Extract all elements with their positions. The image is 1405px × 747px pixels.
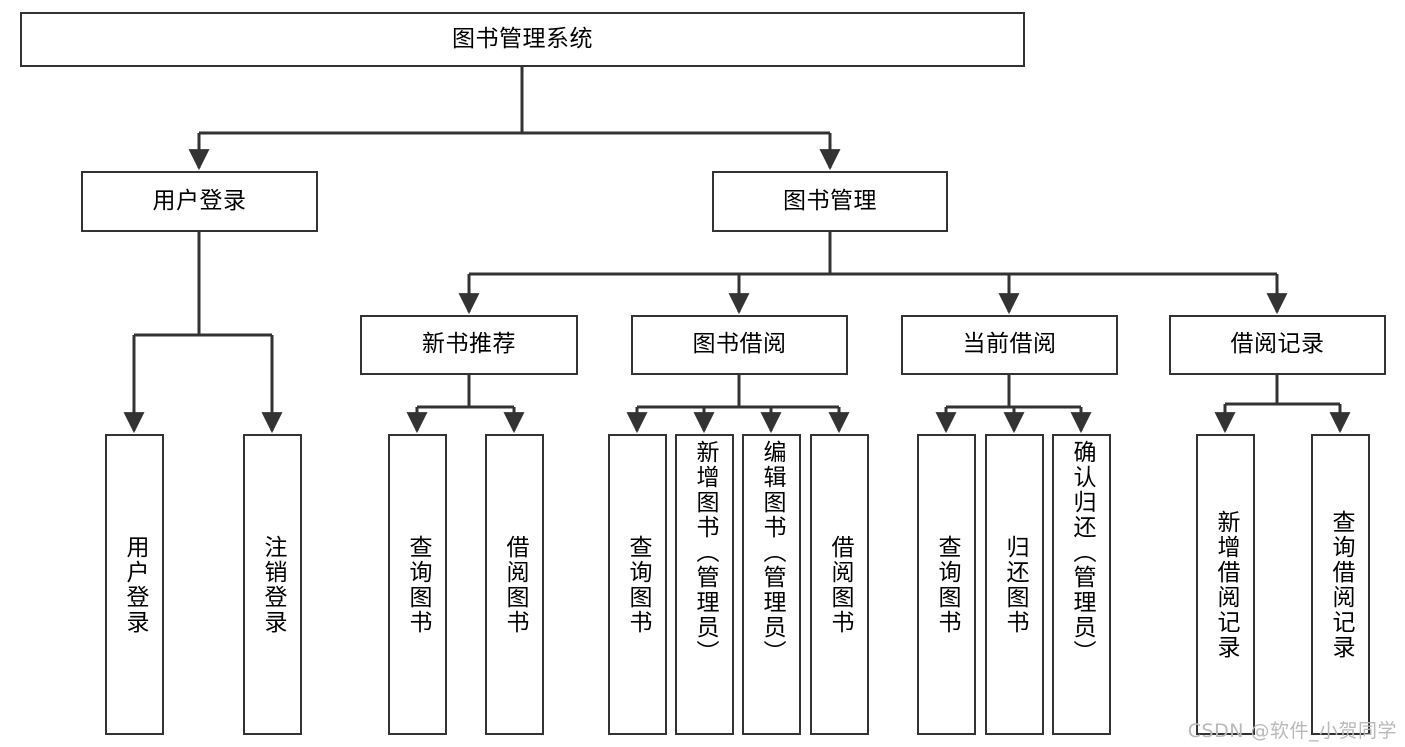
leaf-borrowrecord-query-record[interactable]: 查询借阅记录	[1311, 434, 1370, 735]
leaf-newbook-query-book-label: 查询图书	[405, 534, 431, 635]
leaf-borrowrecord-query-record-label: 查询借阅记录	[1328, 509, 1354, 660]
leaf-bookborrow-edit-book-label: 编辑图书（管理员）	[759, 440, 785, 665]
node-user-login-label: 用户登录	[152, 187, 247, 214]
leaf-newbook-query-book[interactable]: 查询图书	[388, 434, 447, 735]
leaf-currentborrow-confirm-return-label: 确认归还（管理员）	[1069, 440, 1095, 665]
node-current-borrow-label: 当前借阅	[962, 331, 1057, 358]
node-borrow-record[interactable]: 借阅记录	[1169, 315, 1386, 375]
leaf-bookborrow-add-book-label: 新增图书（管理员）	[692, 440, 718, 665]
node-new-book-recommend[interactable]: 新书推荐	[360, 315, 578, 375]
leaf-bookborrow-borrow-book-label: 借阅图书	[827, 534, 853, 635]
leaf-currentborrow-confirm-return[interactable]: 确认归还（管理员）	[1052, 434, 1111, 735]
leaf-newbook-borrow-book[interactable]: 借阅图书	[485, 434, 544, 735]
leaf-bookborrow-borrow-book[interactable]: 借阅图书	[810, 434, 869, 735]
watermark-text: CSDN @软件_小贺同学	[1187, 720, 1397, 742]
node-book-borrow[interactable]: 图书借阅	[631, 315, 848, 375]
leaf-bookborrow-add-book[interactable]: 新增图书（管理员）	[675, 434, 734, 735]
node-root-system-label: 图书管理系统	[452, 25, 593, 52]
leaf-currentborrow-return-book[interactable]: 归还图书	[985, 434, 1044, 735]
leaf-currentborrow-query-book-label: 查询图书	[934, 534, 960, 635]
leaf-newbook-borrow-book-label: 借阅图书	[502, 534, 528, 635]
node-user-login[interactable]: 用户登录	[81, 171, 318, 232]
node-book-manage[interactable]: 图书管理	[712, 171, 948, 232]
leaf-currentborrow-return-book-label: 归还图书	[1002, 534, 1028, 635]
leaf-user-login-signin-label: 用户登录	[122, 534, 148, 635]
node-current-borrow[interactable]: 当前借阅	[901, 315, 1118, 375]
node-new-book-recommend-label: 新书推荐	[422, 331, 516, 358]
leaf-user-login-signin[interactable]: 用户登录	[105, 434, 164, 735]
leaf-bookborrow-query-book[interactable]: 查询图书	[608, 434, 667, 735]
node-root-system[interactable]: 图书管理系统	[20, 12, 1025, 67]
leaf-user-login-signout-label: 注销登录	[260, 534, 286, 635]
leaf-bookborrow-edit-book[interactable]: 编辑图书（管理员）	[742, 434, 801, 735]
leaf-bookborrow-query-book-label: 查询图书	[625, 534, 651, 635]
node-book-manage-label: 图书管理	[783, 187, 877, 214]
node-book-borrow-label: 图书借阅	[692, 331, 787, 358]
leaf-borrowrecord-add-record[interactable]: 新增借阅记录	[1196, 434, 1255, 735]
node-borrow-record-label: 借阅记录	[1230, 331, 1325, 358]
leaf-borrowrecord-add-record-label: 新增借阅记录	[1213, 509, 1239, 660]
leaf-user-login-signout[interactable]: 注销登录	[243, 434, 302, 735]
leaf-currentborrow-query-book[interactable]: 查询图书	[917, 434, 976, 735]
